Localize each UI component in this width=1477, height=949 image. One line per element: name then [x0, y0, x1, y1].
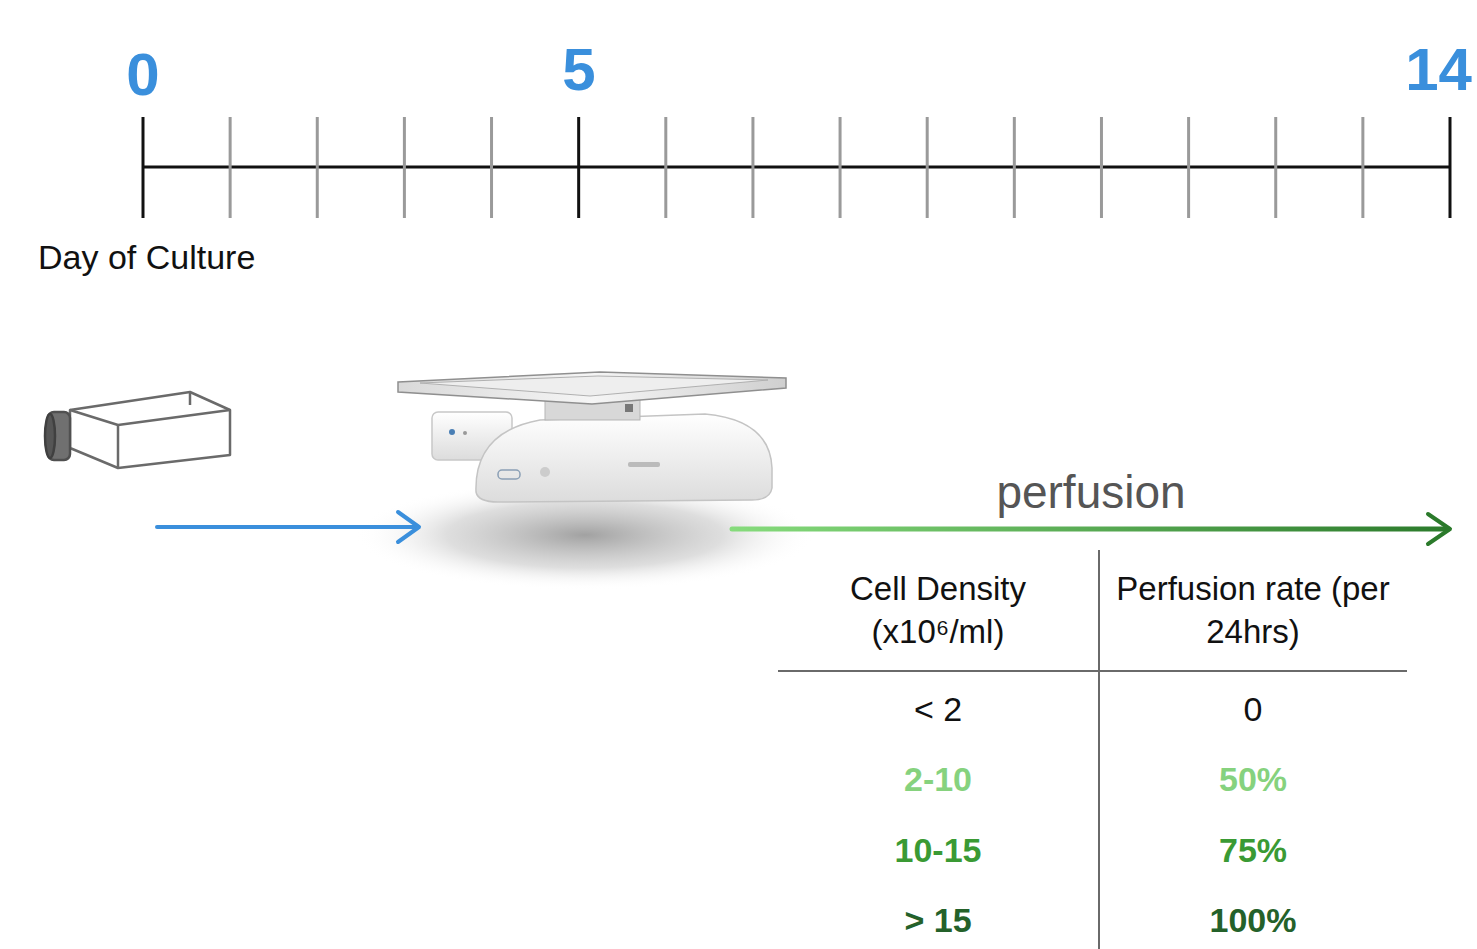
axis-tick [1449, 117, 1452, 218]
axis-tick [577, 117, 580, 218]
timeline-axis [143, 117, 1450, 218]
table-cell: 100% [1210, 898, 1297, 942]
axis-tick [316, 117, 319, 218]
table-rules [778, 550, 1407, 949]
column-header: Cell Density (x10⁶/ml) [798, 568, 1078, 654]
axis-tick [751, 117, 754, 218]
perfusion-arrow [732, 514, 1450, 544]
axis-tick [1361, 117, 1364, 218]
table-cell: < 2 [914, 687, 962, 731]
table-cell: 0 [1244, 687, 1263, 731]
axis-tick [229, 117, 232, 218]
axis-tick [1013, 117, 1016, 218]
axis-label: Day of Culture [38, 235, 255, 279]
tick-label: 14 [1405, 31, 1472, 109]
bioreactor-icon [355, 372, 815, 590]
table-cell: 50% [1219, 757, 1287, 801]
table-cell: 75% [1219, 828, 1287, 872]
table-cell: 10-15 [895, 828, 982, 872]
axis-line [143, 166, 1450, 169]
axis-tick [926, 117, 929, 218]
tick-label: 0 [126, 36, 159, 114]
flask-icon [45, 392, 230, 468]
table-cell: 2-10 [904, 757, 972, 801]
axis-tick [664, 117, 667, 218]
axis-tick [1100, 117, 1103, 218]
table-cell: > 15 [904, 898, 971, 942]
axis-tick [1187, 117, 1190, 218]
axis-tick [1274, 117, 1277, 218]
column-header: Perfusion rate (per 24hrs) [1103, 568, 1403, 654]
tick-label: 5 [562, 31, 595, 109]
axis-tick [839, 117, 842, 218]
transfer-arrow [157, 512, 419, 542]
axis-tick [490, 117, 493, 218]
process-label: perfusion [996, 463, 1185, 523]
axis-tick [142, 117, 145, 218]
axis-tick [403, 117, 406, 218]
